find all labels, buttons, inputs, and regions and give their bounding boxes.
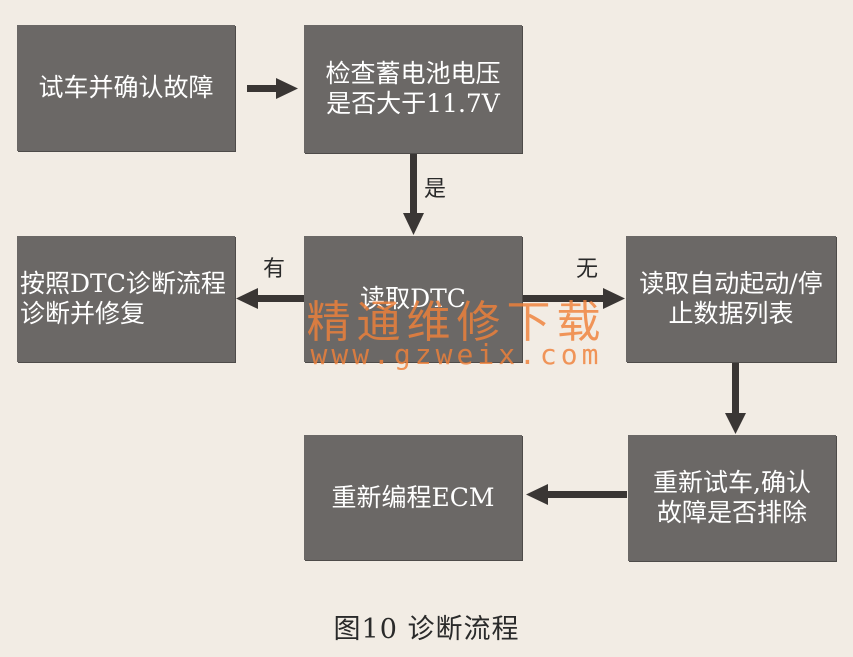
node-diagnose-repair-line-2: 诊断并修复 — [20, 299, 146, 328]
node-reprogram: 重新编程ECM — [304, 435, 522, 560]
node-read-dtc-line-1: 读取DTC — [360, 284, 466, 313]
node-check-battery: 检查蓄电池电压 是否大于11.7V — [304, 25, 522, 153]
node-diagnose-repair: 按照DTC诊断流程 诊断并修复 — [17, 236, 235, 362]
edge-label-none: 无 — [576, 257, 599, 282]
arrow-read-dtc-to-read-stop-start — [521, 288, 625, 309]
node-diagnose-repair-line-1: 按照DTC诊断流程 — [20, 269, 226, 298]
arrow-read-dtc-to-diagnose-repair — [236, 288, 305, 309]
watermark-title: 精通维修下载 — [306, 297, 607, 348]
node-read-dtc: 读取DTC — [304, 236, 522, 362]
arrow-check-battery-to-read-dtc — [403, 154, 424, 235]
node-retest-line-1: 重新试车,确认 — [653, 468, 811, 497]
edge-label-yes: 是 — [424, 177, 447, 202]
arrow-read-stop-start-to-retest — [725, 362, 746, 434]
node-read-stop-start-line-1: 读取自动起动/停 — [639, 269, 823, 298]
edge-label-has: 有 — [263, 257, 286, 282]
node-check-battery-line-1: 检查蓄电池电压 — [325, 59, 501, 88]
node-read-stop-start: 读取自动起动/停 止数据列表 — [626, 236, 836, 362]
node-reprogram-line-1: 重新编程ECM — [331, 482, 495, 512]
watermark-url: www.gzweix.com — [310, 338, 603, 371]
node-test-drive-line-1: 试车并确认故障 — [38, 73, 214, 102]
arrow-test-drive-to-check-battery — [247, 78, 298, 99]
node-retest: 重新试车,确认 故障是否排除 — [628, 435, 836, 561]
node-check-battery-line-2: 是否大于11.7V — [326, 89, 500, 118]
node-read-stop-start-line-2: 止数据列表 — [668, 299, 794, 328]
figure-caption: 图10 诊断流程 — [333, 614, 520, 645]
node-retest-line-2: 故障是否排除 — [656, 498, 807, 527]
node-test-drive: 试车并确认故障 — [17, 25, 235, 151]
arrow-retest-to-reprogram — [526, 484, 627, 505]
